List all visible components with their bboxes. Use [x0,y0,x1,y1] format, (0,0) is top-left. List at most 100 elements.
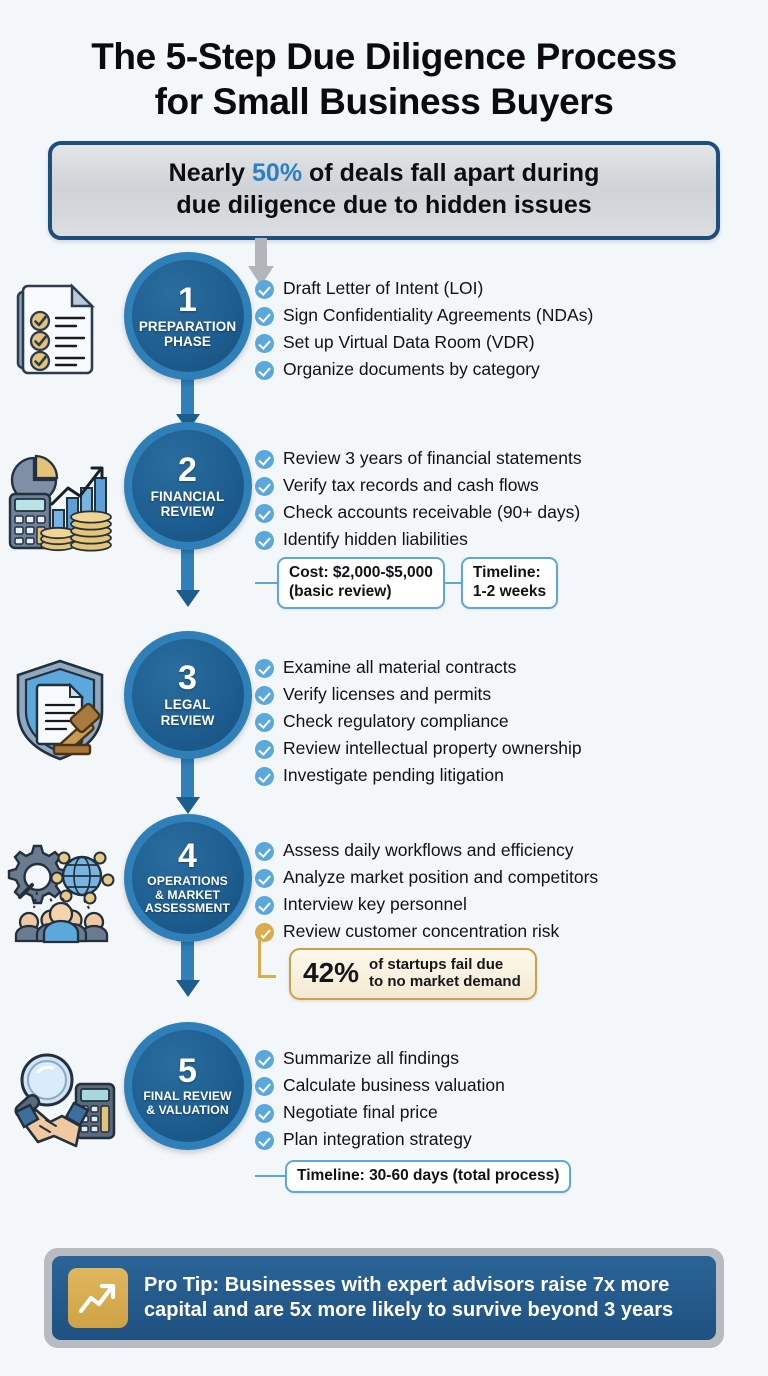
step-4-circle[interactable]: 4 OPERATIONS & MARKET ASSESSMENT [123,813,252,942]
list-item: Investigate pending litigation [255,765,746,786]
arrow-shaft [255,238,267,268]
pro-tip-text: Pro Tip: Businesses with expert advisors… [144,1273,673,1323]
step-2-to-3-connector-icon [175,545,200,607]
pro-tip-banner: Pro Tip: Businesses with expert advisors… [52,1256,716,1340]
connector-shaft [181,754,194,797]
step-1-label-line-1: PREPARATION [138,318,237,334]
checklist-document-icon [16,282,95,375]
shield-gavel-icon [16,659,104,760]
step-1-bullets: Draft Letter of Intent (LOI) Sign Confid… [255,278,746,380]
connector-head [175,796,200,814]
list-item: Analyze market position and competitors [255,867,746,888]
check-circle-icon [255,530,274,550]
bullet-text: Identify hidden liabilities [283,528,468,549]
step-2-circle[interactable]: 2 FINANCIAL REVIEW [123,421,252,550]
step-5-label-line-2: & VALUATION [146,1102,229,1117]
step-1-label-line-2: PHASE [163,333,211,349]
step-4-label-line-2: & MARKET [154,887,221,902]
check-circle-icon [255,739,274,759]
bullet-text: Set up Virtual Data Room (VDR) [283,331,535,352]
stat-banner-line-1: Nearly 50% of deals fall apart during [70,158,698,189]
check-circle-icon [255,279,274,299]
check-circle-icon [255,333,274,353]
step-3-circle-inner: 3 LEGAL REVIEW [131,638,244,751]
startup-failure-line-2: to no market demand [369,973,521,991]
page-title-line-2: for Small Business Buyers [154,81,614,123]
step-3: 3 LEGAL REVIEW Examine all material cont… [0,630,768,814]
step-5-label-line-1: FINAL REVIEW [143,1089,232,1104]
step-1-circle[interactable]: 1 PREPARATION PHASE [123,251,252,380]
check-circle-icon [255,841,274,861]
connector-shaft [181,545,194,590]
timeline-callout-line-2: 1-2 weeks [472,582,547,600]
step-5-circle-column: 5 FINAL REVIEW & VALUATION [120,1021,255,1150]
step-5-icon-slot [0,1022,120,1152]
bullet-text: Interview key personnel [283,893,467,914]
stat-banner-post: of deals fall apart during [302,159,600,188]
cost-callout-line-1: Cost: $2,000-$5,000 [289,563,433,581]
step-5-circle[interactable]: 5 FINAL REVIEW & VALUATION [123,1021,252,1150]
step-2-circle-column: 2 FINANCIAL REVIEW [120,421,255,607]
bullet-text: Calculate business valuation [283,1074,505,1095]
check-circle-icon [255,503,274,523]
bullet-text: Assess daily workflows and efficiency [283,839,574,860]
list-item: Negotiate final price [255,1102,746,1123]
gold-elbow-connector [258,931,273,978]
check-circle-icon [255,1103,274,1123]
step-4-label-line-3: ASSESSMENT [145,901,230,916]
growth-arrow-glyph [78,1283,116,1314]
step-5-body: Summarize all findings Calculate busines… [255,1022,768,1193]
page-title-line-1: The 5-Step Due Diligence Process [91,36,677,77]
step-4-label-line-1: OPERATIONS [147,874,228,889]
step-3-number: 3 [178,659,197,698]
check-circle-icon [255,1049,274,1069]
list-item: Verify licenses and permits [255,684,746,705]
bullet-text: Analyze market position and competitors [283,866,599,887]
check-circle-icon [255,1076,274,1096]
check-circle-icon [255,449,274,469]
step-4-circle-inner: 4 OPERATIONS & MARKET ASSESSMENT [131,821,244,934]
step-1-circle-column: 1 PREPARATION PHASE [120,251,255,431]
bullet-text: Check regulatory compliance [283,710,509,731]
step-3-bullets: Examine all material contracts Verify li… [255,657,746,786]
startup-failure-percent: 42% [303,957,360,989]
connector-head [175,589,200,607]
check-circle-icon [255,306,274,326]
step-2-number: 2 [178,450,197,489]
connector-shaft [181,375,194,414]
bullet-text: Plan integration strategy [283,1128,472,1149]
total-timeline-callout-box: Timeline: 30-60 days (total process) [285,1159,572,1193]
timeline-callout-box: Timeline: 1-2 weeks [460,556,559,609]
step-4-body: Assess daily workflows and efficiency An… [255,814,768,1000]
stat-banner: Nearly 50% of deals fall apart during du… [48,141,720,240]
step-3-to-4-connector-icon [175,754,200,814]
step-2-icon-slot [0,422,120,552]
step-3-circle[interactable]: 3 LEGAL REVIEW [123,630,252,759]
operations-market-icon [7,844,115,943]
list-item: Summarize all findings [255,1048,746,1069]
list-item: Interview key personnel [255,894,746,915]
bullet-text: Investigate pending litigation [283,764,504,785]
list-item: Organize documents by category [255,359,746,380]
callout-lead-line [255,1175,285,1178]
list-item: Examine all material contracts [255,657,746,678]
list-item: Check regulatory compliance [255,711,746,732]
stat-banner-pre: Nearly [168,159,253,188]
page-title: The 5-Step Due Diligence Process for Sma… [0,0,768,124]
step-5: 5 FINAL REVIEW & VALUATION Summarize all… [0,1021,768,1193]
stat-banner-line-2: due diligence due to hidden issues [176,190,592,219]
check-circle-icon [255,685,274,705]
bullet-text: Draft Letter of Intent (LOI) [283,277,484,298]
step-4-bullets: Assess daily workflows and efficiency An… [255,840,746,942]
bullet-text: Sign Confidentiality Agreements (NDAs) [283,304,594,325]
bullet-text: Negotiate final price [283,1101,438,1122]
stat-banner-highlight: 50% [252,159,303,188]
total-timeline-text: Timeline: 30-60 days (total process) [297,1166,560,1184]
list-item: Check accounts receivable (90+ days) [255,502,746,523]
connector-head [175,979,200,997]
step-3-circle-column: 3 LEGAL REVIEW [120,630,255,814]
step-4-number: 4 [178,837,197,876]
pro-tip-line-2: capital and are 5x more likely to surviv… [144,1299,674,1321]
check-circle-icon [255,1130,274,1150]
bullet-text: Examine all material contracts [283,656,517,677]
